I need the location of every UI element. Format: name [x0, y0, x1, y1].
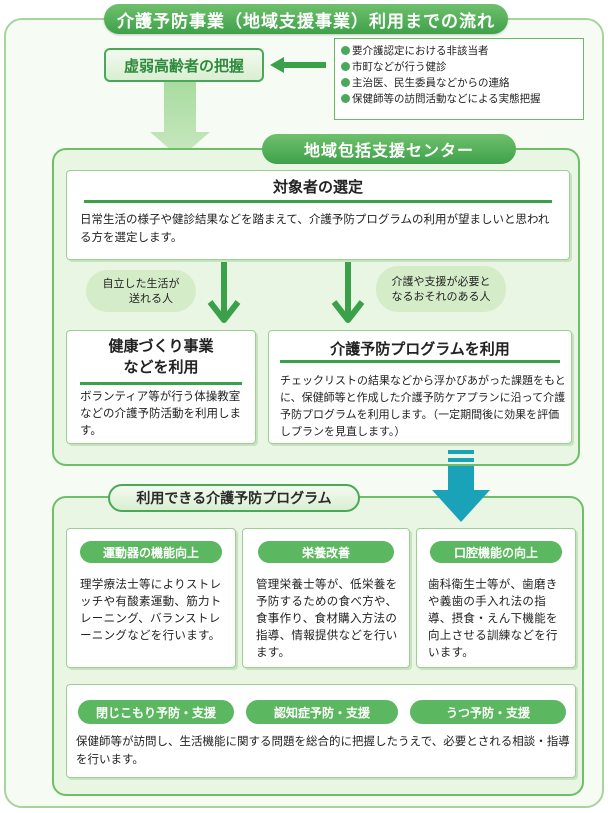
health-text: ボランティア等が行う体操教室などの介護予防活動を利用します。: [80, 389, 241, 437]
list-item: 主治医、民生委員などからの連絡: [341, 75, 577, 91]
identify-sources-list: 要介護認定における非該当者 市町などが行う健診 主治医、民生委員などからの連絡 …: [334, 38, 584, 120]
health-box: [66, 330, 256, 444]
arrow-down-icon: [150, 82, 210, 158]
program-box: [268, 330, 572, 444]
branch-right-bubble: 介護や支援が必要と なるおそれのある人: [376, 266, 506, 312]
selection-heading: 対象者の選定: [272, 178, 363, 196]
bullet-icon: [341, 94, 350, 103]
support-text: 保健師等が訪問し、生活機能に関する問題を総合的に把握したうえで、必要とされる相談…: [76, 734, 570, 766]
heading-underline: [84, 200, 552, 203]
arrow-down-icon: [432, 450, 490, 522]
center-title: 地域包括支援センター: [262, 134, 516, 164]
arrow-down-icon: [207, 262, 241, 323]
bullet-icon: [341, 78, 350, 87]
program-text: 理学療法士等によりストレッチや有酸素運動、筋力トレーニング、バランストレーニング…: [80, 577, 222, 642]
health-heading: 健康づくり事業 などを利用: [108, 337, 214, 376]
list-item: 保健師等の訪問活動などによる実態把握: [341, 91, 577, 107]
program-text: 管理栄養士等が、低栄養を予防するための食べ方や、食事作り、食材購入方法の指導、情…: [256, 577, 398, 659]
heading-underline: [80, 382, 242, 385]
selection-box: [66, 170, 570, 260]
list-item: 市町などが行う健診: [341, 59, 577, 75]
support-box: [66, 684, 576, 778]
flow-title: 介護予防事業（地域支援事業）利用までの流れ: [104, 4, 508, 34]
list-item: 要介護認定における非該当者: [341, 43, 577, 59]
identify-tag: 虚弱高齢者の把握: [104, 48, 264, 82]
support-label: うつ予防・支援: [410, 700, 566, 724]
program-heading: 介護予防プログラムを利用: [330, 340, 510, 358]
program-text: 歯科衛生士等が、歯磨きや義歯の手入れ法の指導、摂食・えん下機能を向上させる訓練な…: [428, 577, 558, 659]
program-label: 栄養改善: [258, 541, 394, 563]
program-label: 運動器の機能向上: [80, 541, 222, 563]
branch-left-bubble: 自立した生活が 送れる人: [86, 270, 196, 312]
program-label: 口腔機能の向上: [430, 541, 562, 563]
program-text: チェックリストの結果などから浮かびあがった課題をもとに、保健師等と作成した介護予…: [280, 374, 566, 438]
programs-title: 利用できる介護予防プログラム: [108, 484, 360, 512]
arrow-down-icon: [331, 262, 365, 323]
bullet-icon: [341, 46, 350, 55]
arrow-left-icon: [270, 57, 326, 73]
support-label: 閉じこもり予防・支援: [78, 700, 234, 724]
heading-underline: [280, 360, 560, 363]
support-label: 認知症予防・支援: [246, 700, 398, 724]
bullet-icon: [341, 62, 350, 71]
selection-text: 日常生活の様子や健診結果などを踏まえて、介護予防プログラムの利用が望ましいと思わ…: [80, 212, 550, 244]
